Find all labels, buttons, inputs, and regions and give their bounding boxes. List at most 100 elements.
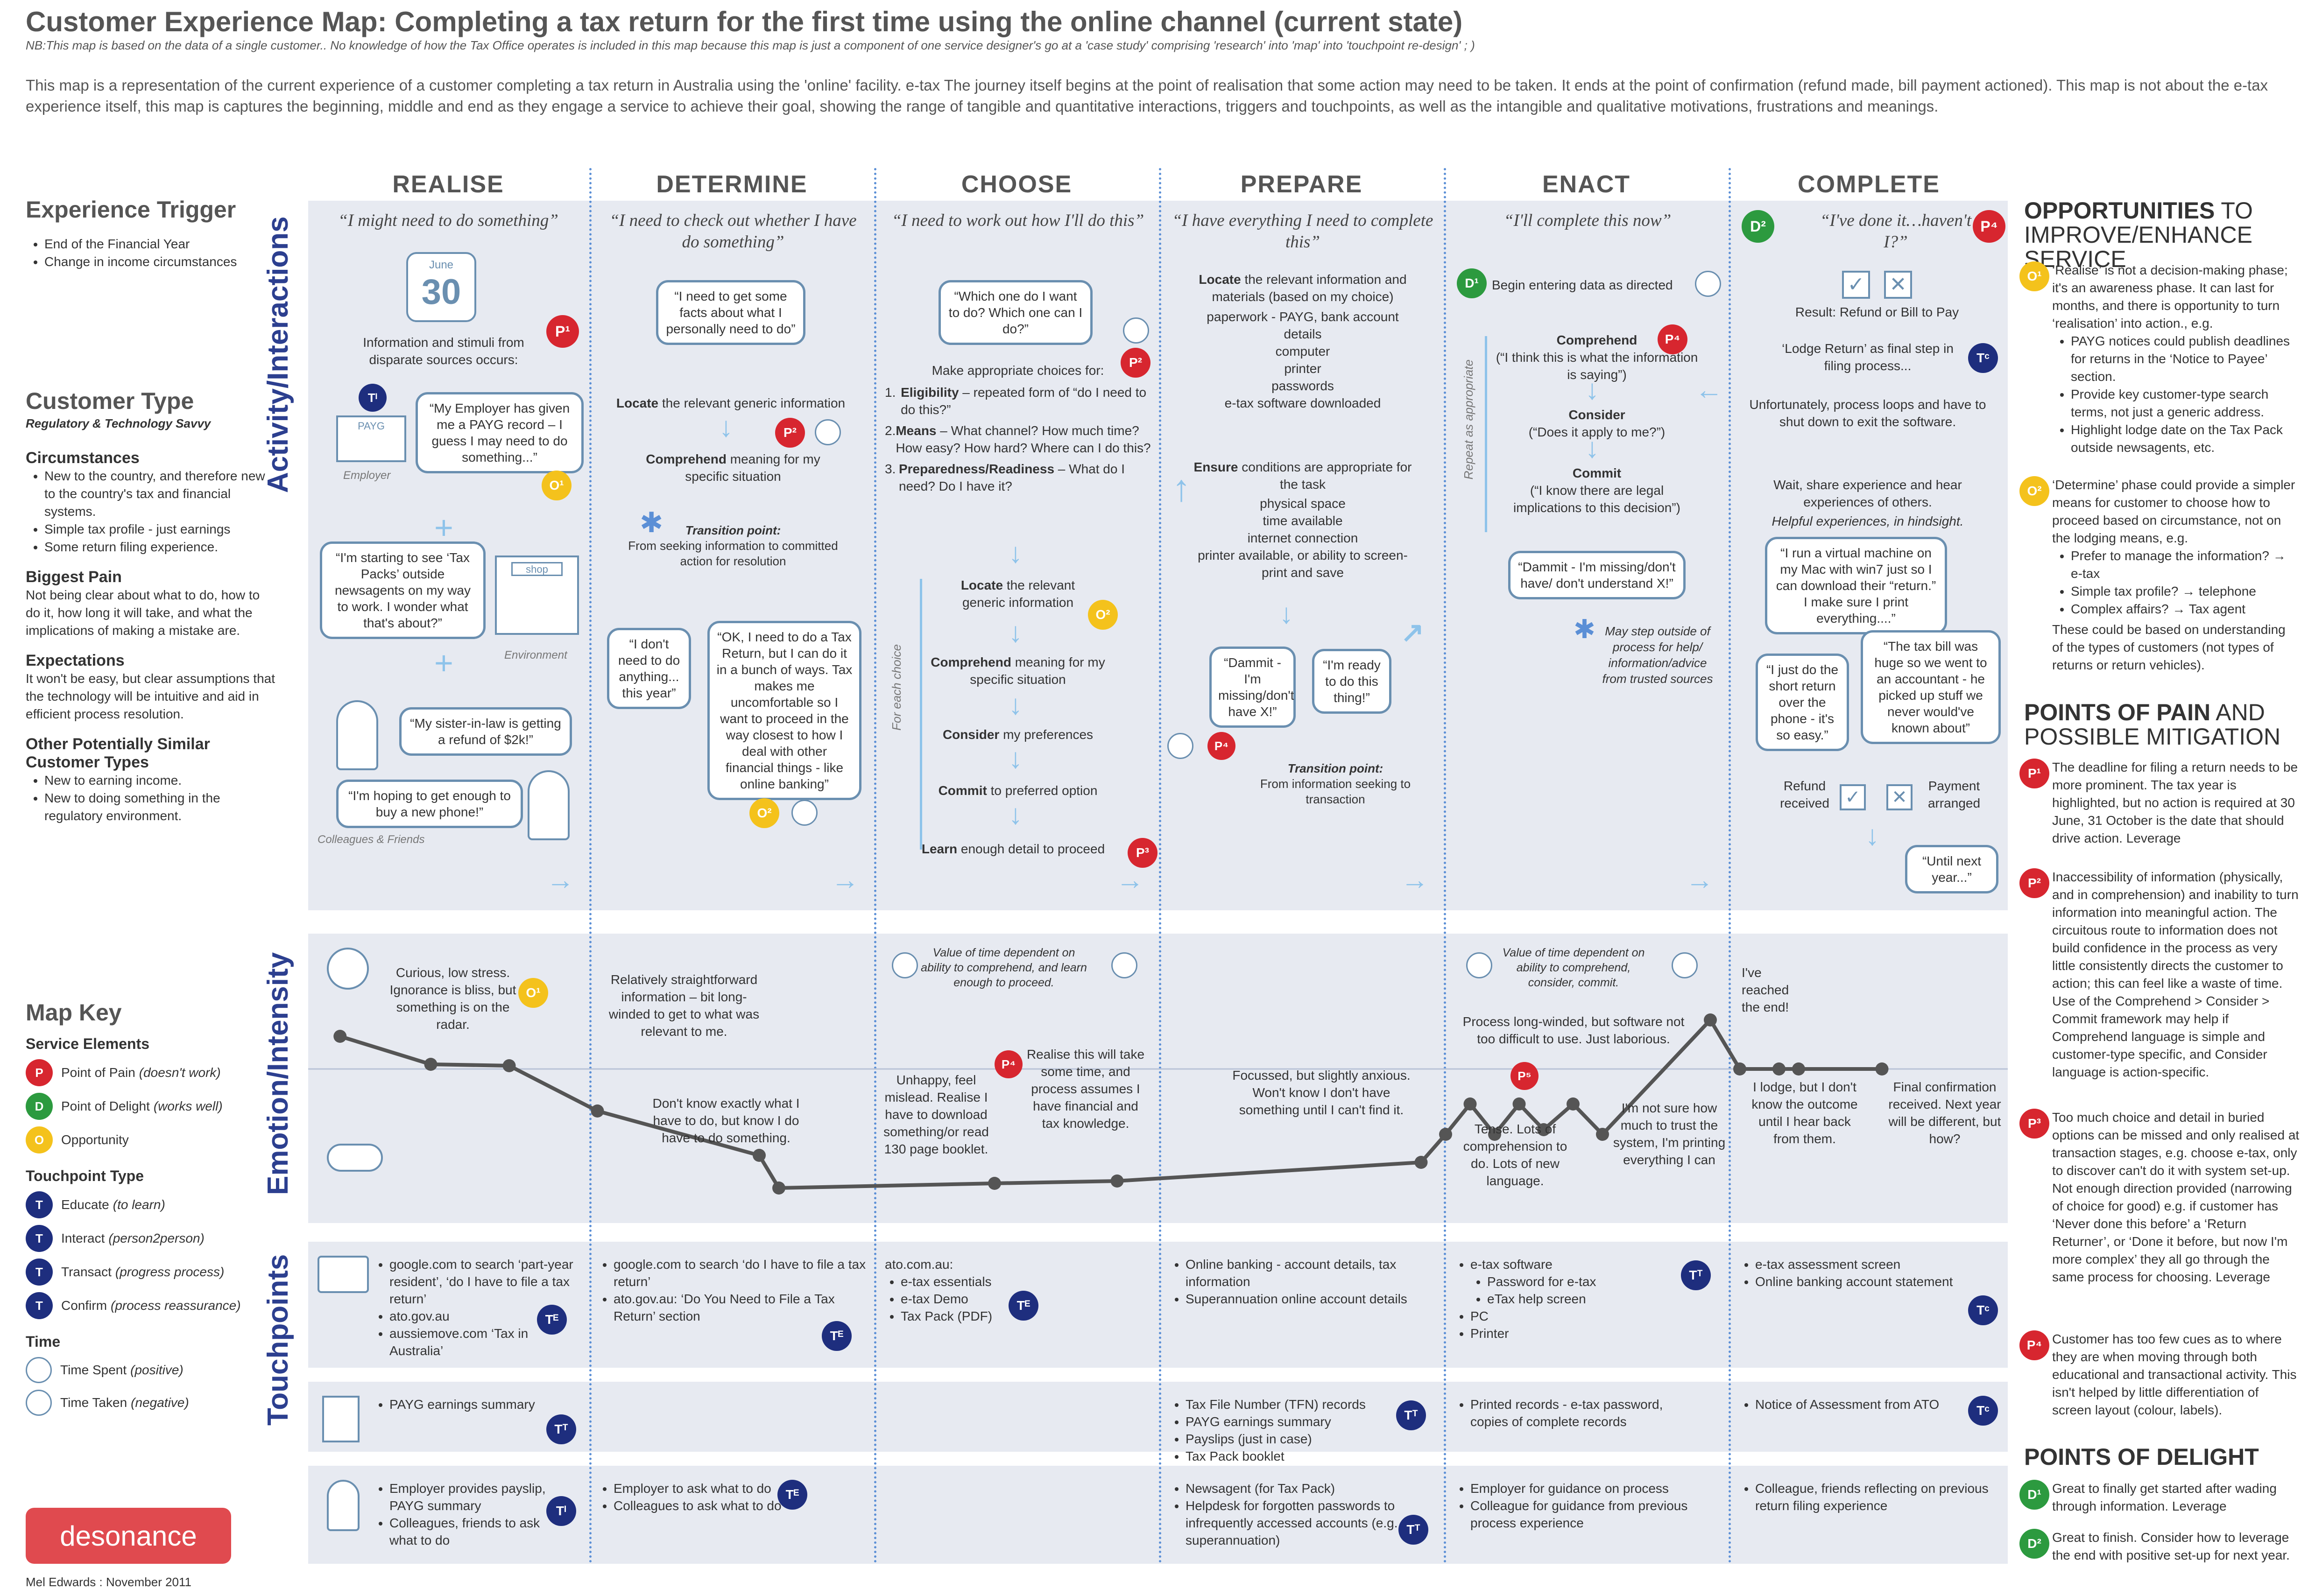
list-text: – What channel? How much time? How easy?… bbox=[896, 423, 1151, 455]
emotion-point bbox=[1733, 1062, 1746, 1076]
step-text: the relevant generic information bbox=[658, 396, 846, 410]
pain-icon: P⁵ bbox=[1510, 1062, 1539, 1090]
step-verb: Commit bbox=[1572, 466, 1622, 480]
shop-sign: shop bbox=[511, 562, 563, 576]
choose-step: Learn enough detail to proceed bbox=[906, 840, 1121, 858]
step-verb: Consider bbox=[942, 727, 1000, 742]
clock-icon bbox=[1672, 952, 1698, 978]
list-item: Helpdesk for forgotten passwords to infr… bbox=[1186, 1497, 1412, 1549]
step-verb: Ensure bbox=[1193, 460, 1238, 474]
cross-box-icon: ✕ bbox=[1884, 271, 1912, 299]
opportunity-icon: O¹ bbox=[518, 978, 548, 1008]
arrow-down-icon: ↓ bbox=[1009, 537, 1023, 569]
enact-begin: Begin entering data as directed bbox=[1492, 278, 1673, 292]
delight-2: D² Great to finish. Consider how to leve… bbox=[2019, 1529, 2300, 1564]
key-note: (progress process) bbox=[115, 1265, 225, 1279]
list-item: Colleagues, friends to ask what to do bbox=[389, 1514, 570, 1549]
choose-side-label: For each choice bbox=[889, 644, 903, 731]
touch-list: Employer provides payslip, PAYG summary … bbox=[374, 1480, 570, 1549]
list-item: Online banking - account details, tax in… bbox=[1186, 1256, 1431, 1290]
clock-icon bbox=[791, 800, 818, 826]
complete-payment: Payment arranged bbox=[1927, 779, 1981, 810]
touchpoint-icon: Tᴱ bbox=[1009, 1291, 1038, 1321]
column-header-complete: COMPLETE bbox=[1798, 171, 1940, 198]
speech-bubble: “I don't need to do anything... this yea… bbox=[607, 628, 691, 709]
speech-bubble: “The tax bill was huge so we went to an … bbox=[1861, 630, 2001, 744]
opportunity-icon: O¹ bbox=[542, 471, 572, 500]
arrow-down-icon: ↓ bbox=[1009, 617, 1023, 648]
speech-bubble: “My Employer has given me a PAYG record … bbox=[416, 392, 584, 473]
cloud-icon bbox=[327, 1144, 383, 1172]
step-text: (“I know there are legal implications to… bbox=[1513, 483, 1680, 515]
list-item: Payslips (just in case) bbox=[1186, 1430, 1384, 1448]
opportunity-icon: O² bbox=[749, 798, 779, 828]
key-note: (to learn) bbox=[113, 1197, 165, 1212]
plus-icon: + bbox=[434, 509, 453, 546]
emotion-point bbox=[1596, 1128, 1609, 1141]
clock-icon bbox=[1167, 733, 1193, 759]
delight-icon: D² bbox=[2019, 1529, 2049, 1559]
key-interact: T Interact (person2person) bbox=[26, 1225, 278, 1252]
loop-line bbox=[1485, 336, 1489, 532]
step-text: (“I think this is what the information i… bbox=[1496, 350, 1698, 382]
step-text: meaning for my specific situation bbox=[685, 452, 820, 484]
list-number: 2. bbox=[885, 423, 896, 438]
list-item: e-tax software downloaded bbox=[1224, 396, 1381, 410]
touchpoint-icon: Tᴵ bbox=[546, 1496, 576, 1526]
prepare-locate: Locate the relevant information and mate… bbox=[1186, 271, 1419, 305]
customer-type-panel: Customer Type Regulatory & Technology Sa… bbox=[26, 387, 278, 825]
list-item: Tax Pack (PDF) bbox=[901, 1308, 1025, 1325]
prepare-ensure-list: physical space time available internet c… bbox=[1195, 495, 1410, 581]
list-item: printer available, or ability to screen-… bbox=[1198, 548, 1408, 580]
list-item: Newsagent (for Tax Pack) bbox=[1186, 1480, 1412, 1497]
list-item: End of the Financial Year bbox=[44, 235, 278, 253]
column-divider bbox=[874, 168, 876, 1564]
emotion-point bbox=[1488, 1128, 1501, 1141]
list-item: e-tax software bbox=[1470, 1256, 1665, 1273]
speech-bubble: “I run a virtual machine on my Mac with … bbox=[1765, 537, 1947, 634]
brand-logo: desonance bbox=[26, 1508, 231, 1564]
cross-box-icon: ✕ bbox=[1886, 784, 1913, 810]
biggest-pain-title: Biggest Pain bbox=[26, 568, 122, 586]
key-note: (works well) bbox=[153, 1099, 223, 1113]
list-item: Prefer to manage the information? → e-ta… bbox=[2071, 547, 2300, 583]
column-divider bbox=[1444, 168, 1446, 1564]
delight-1: D¹ Great to finally get started after wa… bbox=[2019, 1480, 2300, 1515]
column-quote: “I might need to do something” bbox=[338, 211, 558, 230]
column-quote: “I'll complete this now” bbox=[1503, 211, 1672, 230]
realise-info: Information and stimuli from disparate s… bbox=[363, 335, 524, 367]
row-label-activity: Activity/Interactions bbox=[262, 216, 294, 493]
emotion-chart bbox=[308, 1013, 2008, 1195]
clock-icon bbox=[1123, 317, 1149, 344]
emotion-point bbox=[1772, 1062, 1786, 1076]
arrow-right-icon: → bbox=[546, 864, 574, 895]
key-note: (negative) bbox=[131, 1395, 189, 1410]
expectations-text: It won't be easy, but clear assumptions … bbox=[26, 671, 275, 721]
list-number: 3. bbox=[885, 462, 896, 476]
touch-list: Printed records - e-tax password, copies… bbox=[1454, 1396, 1674, 1430]
list-item: google.com to search ‘part-year resident… bbox=[389, 1256, 579, 1308]
key-label: Confirm bbox=[61, 1298, 107, 1313]
clock-icon bbox=[815, 419, 841, 445]
touchpoint-icon: Tᵀ bbox=[1396, 1400, 1426, 1430]
column-quote: “I have everything I need to complete th… bbox=[1172, 211, 1433, 252]
column-header-prepare: PREPARE bbox=[1240, 171, 1363, 198]
opportunity-icon: O bbox=[26, 1126, 53, 1153]
emotion-note: I'm not sure how much to trust the syste… bbox=[1613, 1101, 1726, 1167]
list-item: Password for e-tax bbox=[1487, 1273, 1665, 1290]
key-opportunity: O Opportunity bbox=[26, 1126, 278, 1153]
emotion-point bbox=[988, 1177, 1001, 1190]
column-header-realise: REALISE bbox=[392, 171, 504, 198]
touch-list: e-tax essentials e-tax Demo Tax Pack (PD… bbox=[885, 1273, 1025, 1325]
speech-bubble: “Until next year...” bbox=[1905, 845, 1998, 893]
arrow-down-icon: ↓ bbox=[1585, 432, 1599, 464]
emotion-note: I lodge, but I don't know the outcome un… bbox=[1751, 1080, 1858, 1146]
pain-icon: P⁴ bbox=[1973, 210, 2005, 243]
speech-bubble: “Which one do I want to do? Which one ca… bbox=[939, 280, 1093, 345]
emotion-note: Focussed, but slightly anxious. Won't kn… bbox=[1232, 1068, 1411, 1117]
emotion-point bbox=[1875, 1062, 1889, 1076]
touchpoint-icon: Tᴱ bbox=[537, 1305, 567, 1335]
touch-list: Online banking - account details, tax in… bbox=[1170, 1256, 1431, 1308]
list-item: Tax File Number (TFN) records bbox=[1186, 1396, 1384, 1413]
calendar-day: 30 bbox=[421, 272, 461, 312]
